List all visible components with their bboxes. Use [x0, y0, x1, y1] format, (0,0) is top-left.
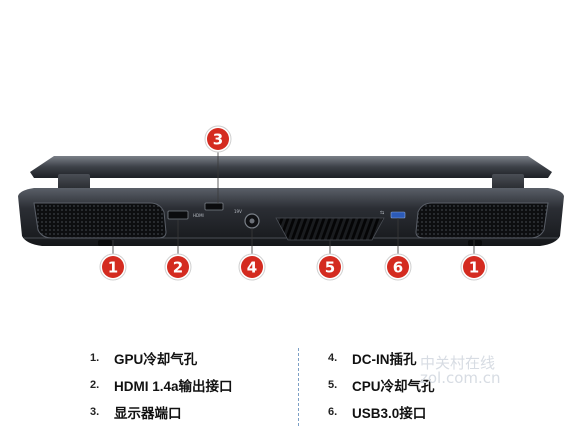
legend-item: 3. 显示器端口 [90, 398, 233, 425]
legend-number: 6. [328, 405, 338, 418]
legend-label: HDMI 1.4a输出接口 [114, 378, 233, 394]
watermark-line: 中关村在线 [420, 354, 496, 372]
callout-marker-display-port: 3 [204, 125, 232, 153]
legend-right-column: 4. DC-IN插孔 5. CPU冷却气孔 6. USB3.0接口 [328, 344, 435, 425]
legend-label: DC-IN插孔 [352, 351, 417, 367]
callout-number: 1 [469, 259, 479, 277]
dc-voltage-label: 19V [234, 209, 242, 214]
legend-label: CPU冷却气孔 [352, 378, 435, 394]
svg-text:⇆: ⇆ [380, 210, 384, 216]
callout-marker-gpu-vent-right: 1 [460, 253, 488, 281]
callout-number: 2 [173, 259, 183, 277]
legend-number: 4. [328, 351, 338, 364]
legend-divider [298, 348, 299, 426]
legend-number: 5. [328, 378, 338, 391]
right-gpu-vent [415, 202, 549, 239]
callout-marker-hdmi-port: 2 [164, 253, 192, 281]
legend-label: 显示器端口 [114, 405, 182, 421]
callout-number: 4 [247, 259, 257, 277]
legend-number: 1. [90, 351, 100, 364]
legend-left-column: 1. GPU冷却气孔 2. HDMI 1.4a输出接口 3. 显示器端口 [90, 344, 233, 425]
callout-marker-cpu-vent: 5 [316, 253, 344, 281]
callout-number: 5 [325, 259, 335, 277]
lid-edge [30, 156, 552, 178]
legend-number: 2. [90, 378, 100, 391]
watermark-line: zol.com.cn [420, 369, 501, 387]
callout-number: 6 [393, 259, 403, 277]
callout-marker-gpu-vent-left: 1 [99, 253, 127, 281]
callout-marker-usb-port: 6 [384, 253, 412, 281]
display-port [204, 202, 224, 211]
zol-watermark: 中关村在线 zol.com.cn [420, 356, 501, 386]
legend-number: 3. [90, 405, 100, 418]
callout-number: 3 [213, 131, 223, 149]
hdmi-port-label: HDMI [193, 213, 204, 218]
callout-number: 1 [108, 259, 118, 277]
legend-label: GPU冷却气孔 [114, 351, 198, 367]
cpu-vent [275, 217, 385, 241]
legend-item: 5. CPU冷却气孔 [328, 371, 435, 398]
left-gpu-vent [33, 202, 167, 239]
legend-item: 4. DC-IN插孔 [328, 344, 435, 371]
hdmi-port [167, 210, 189, 220]
usb3-port [390, 211, 406, 219]
legend-item: 2. HDMI 1.4a输出接口 [90, 371, 233, 398]
legend-item: 6. USB3.0接口 [328, 398, 435, 425]
legend-label: USB3.0接口 [352, 405, 427, 421]
callout-marker-dc-in-port: 4 [238, 253, 266, 281]
legend-item: 1. GPU冷却气孔 [90, 344, 233, 371]
